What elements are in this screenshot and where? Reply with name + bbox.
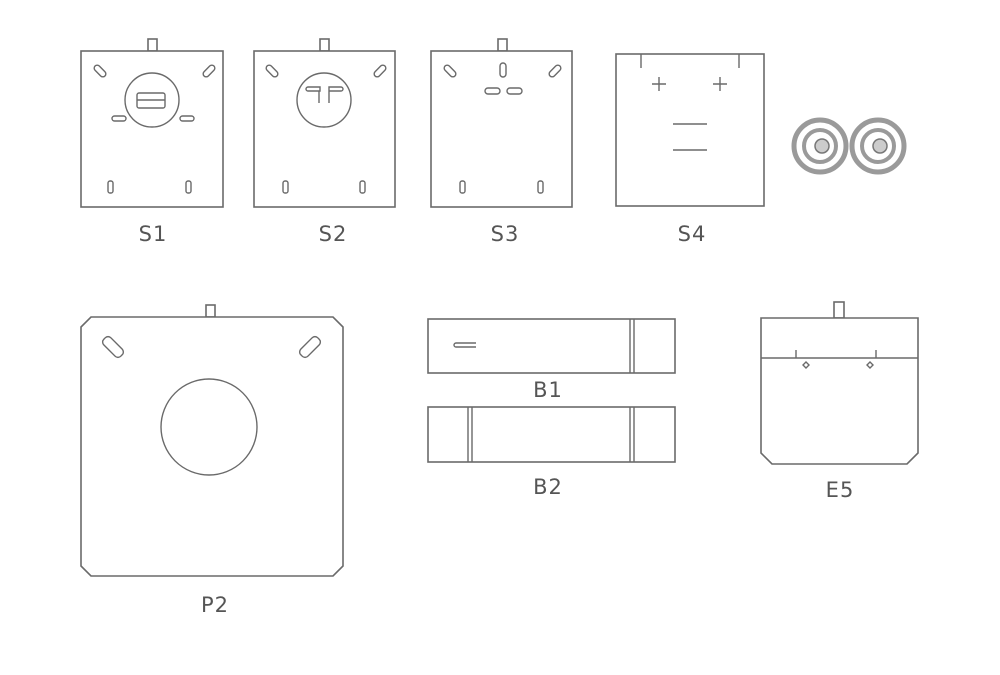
label-s1: S1: [138, 222, 168, 246]
display-p2: [80, 304, 344, 577]
earrings-image: [791, 117, 907, 175]
label-s2: S2: [318, 222, 348, 246]
label-b2: B2: [533, 475, 563, 499]
label-s4: S4: [677, 222, 707, 246]
display-b2: [427, 406, 676, 463]
display-s4: [615, 53, 765, 207]
display-b1: [427, 318, 676, 374]
label-b1: B1: [533, 378, 563, 402]
display-e5: [760, 301, 919, 465]
label-p2: P2: [200, 593, 230, 617]
label-s3: S3: [490, 222, 520, 246]
display-s1: [80, 38, 224, 208]
display-s3: [430, 38, 573, 208]
label-e5: E5: [825, 478, 855, 502]
display-s2: [253, 38, 396, 208]
